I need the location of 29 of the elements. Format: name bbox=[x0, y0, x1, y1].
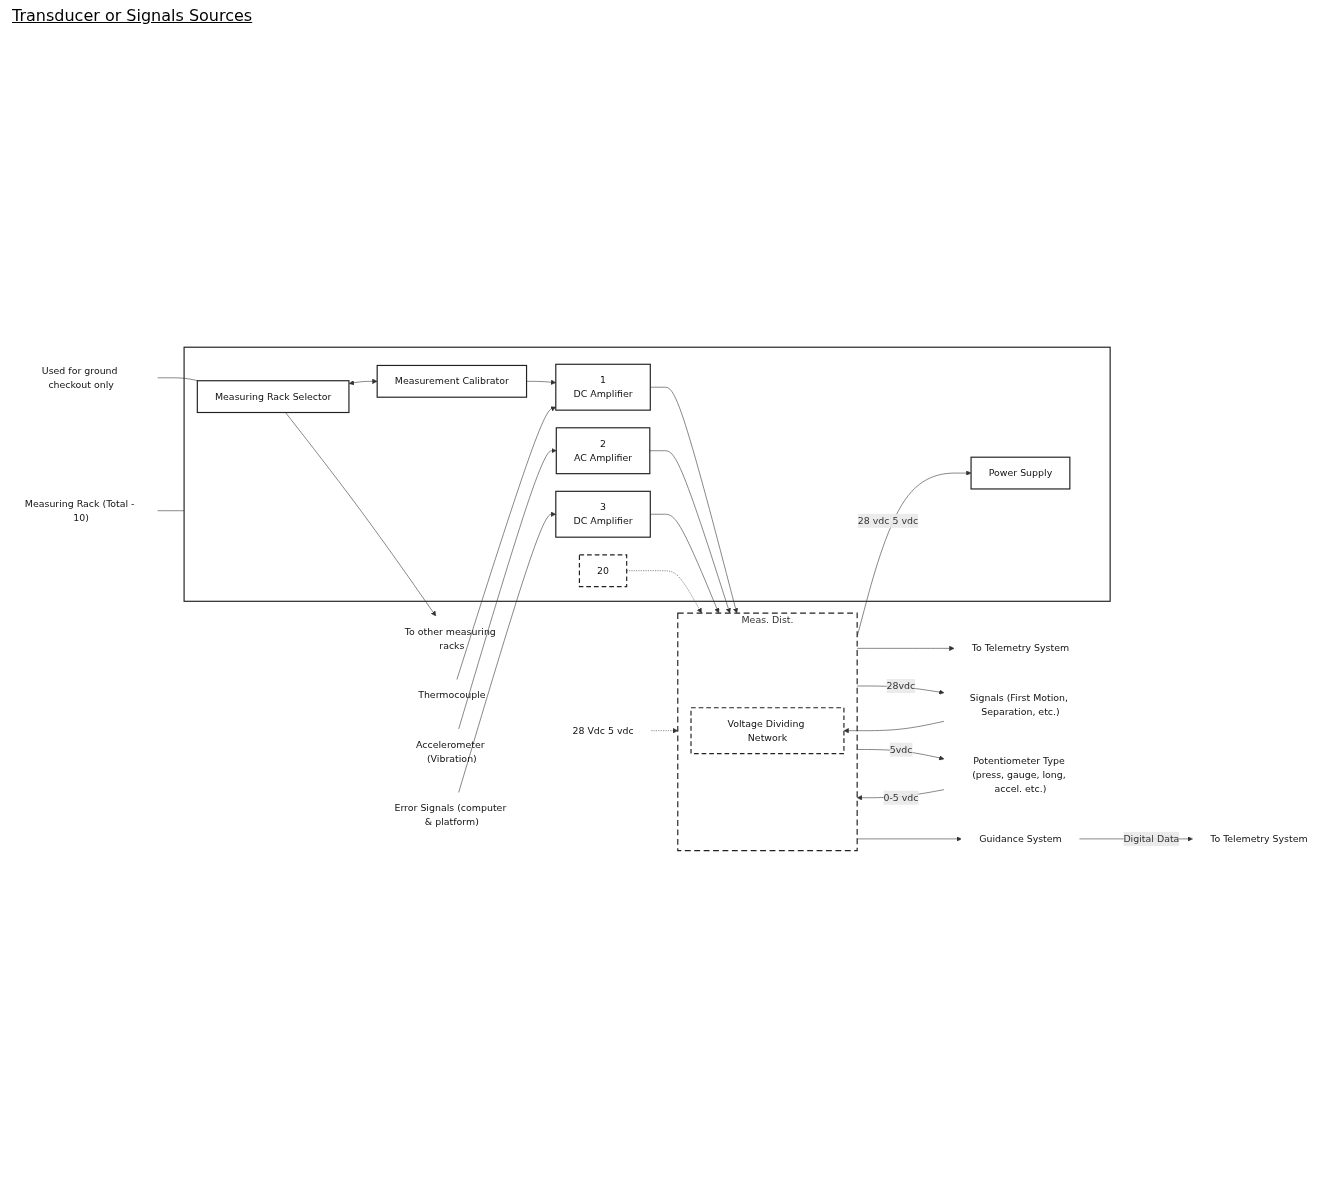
node-text: Used for ground checkout only bbox=[41, 364, 118, 391]
node-box: Voltage Dividing Network bbox=[690, 707, 845, 755]
node-text: Potentiometer Type (press, gauge, long, accel. etc.) bbox=[972, 755, 1066, 795]
node-text: To other measuring racks bbox=[404, 626, 496, 652]
edge-label: 28vdc bbox=[886, 680, 916, 692]
node-box: 1 DC Amplifier bbox=[555, 363, 651, 411]
node-box: Measuring Rack Selector bbox=[196, 380, 350, 414]
connector bbox=[157, 377, 199, 382]
node-text: To Telemetry System bbox=[1210, 833, 1308, 845]
node-box: Measurement Calibrator bbox=[376, 364, 528, 398]
heading-note: Transducer or Signals Sources bbox=[12, 6, 253, 25]
edge-label: Digital Data bbox=[1123, 833, 1180, 845]
connector bbox=[157, 510, 185, 511]
edge-label: 5vdc bbox=[889, 743, 913, 755]
node-box: 20 bbox=[578, 554, 628, 588]
node-text: Thermocouple bbox=[418, 689, 486, 701]
edge-label: 0-5 vdc bbox=[883, 791, 919, 803]
cluster bbox=[183, 346, 1111, 602]
node-box: Power Supply bbox=[970, 456, 1071, 490]
node-box: 2 AC Amplifier bbox=[555, 427, 651, 475]
node-text: To Telemetry System bbox=[971, 642, 1070, 654]
node-text: Error Signals (computer & platform) bbox=[394, 802, 507, 828]
node-text: Guidance System bbox=[979, 833, 1062, 845]
node-text: 28 Vdc 5 vdc bbox=[572, 724, 634, 736]
node-box: 3 DC Amplifier bbox=[555, 490, 651, 538]
node-text: Measuring Rack (Total - 10) bbox=[24, 497, 135, 524]
node-text: Signals (First Motion, Separation, etc.) bbox=[969, 691, 1069, 718]
node-text: Accelerometer (Vibration) bbox=[416, 738, 485, 765]
edge-label: 28 vdc 5 vdc bbox=[857, 514, 919, 527]
